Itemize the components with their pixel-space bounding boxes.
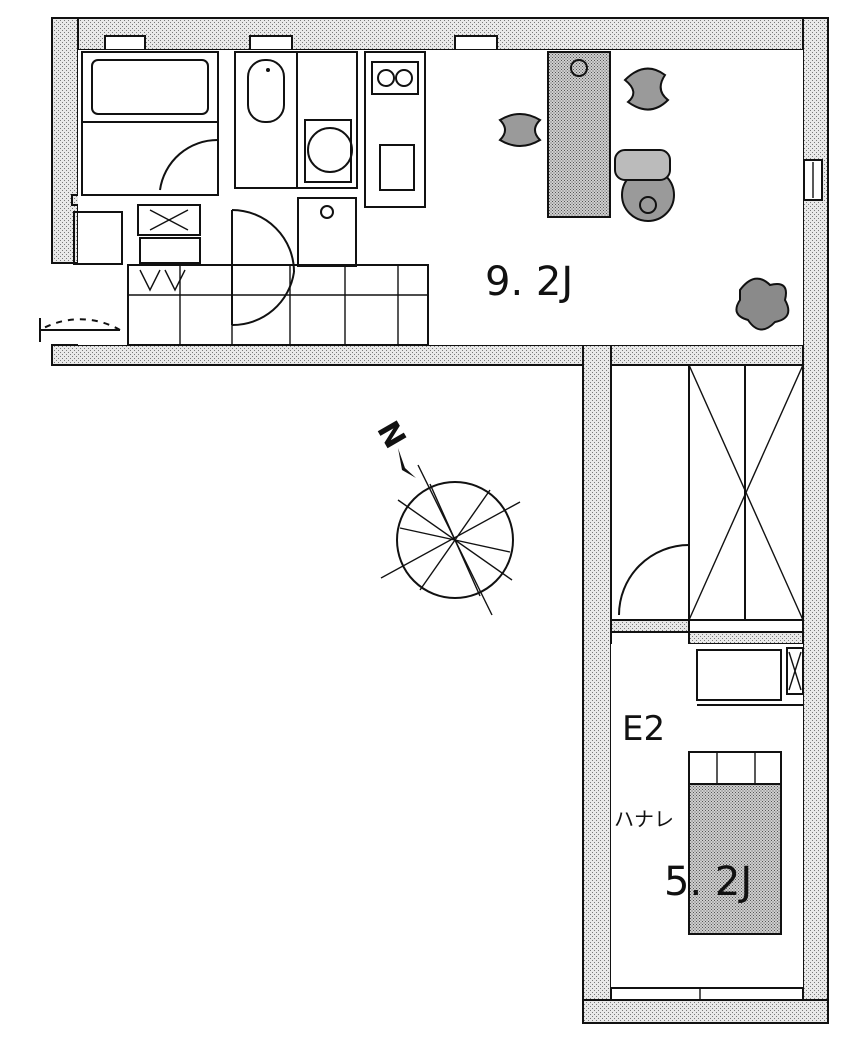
closet-door — [618, 544, 690, 620]
entrance-tiles — [127, 264, 429, 346]
compass-rose — [380, 464, 521, 616]
annex-bottom-window — [610, 987, 804, 1001]
top-windows — [104, 35, 823, 201]
annex-shelf — [696, 647, 804, 706]
desk — [547, 51, 611, 218]
annex-area-label: 5. 2J — [664, 859, 752, 905]
chair-top — [623, 67, 670, 111]
kitchen — [364, 51, 426, 208]
bathroom — [81, 121, 219, 196]
north-label: N — [369, 415, 412, 454]
entrance-door — [39, 318, 121, 342]
main-room-area-label: 9. 2J — [485, 259, 573, 305]
unit-id-label: E2 — [622, 709, 665, 749]
annex-label: ハナレ — [614, 807, 674, 831]
wash-basin — [296, 51, 358, 189]
washer — [73, 204, 201, 265]
plant — [735, 277, 790, 331]
north-arrow — [398, 448, 416, 478]
bed — [688, 751, 782, 935]
person-at-desk — [614, 149, 675, 222]
chair-left — [498, 113, 542, 147]
